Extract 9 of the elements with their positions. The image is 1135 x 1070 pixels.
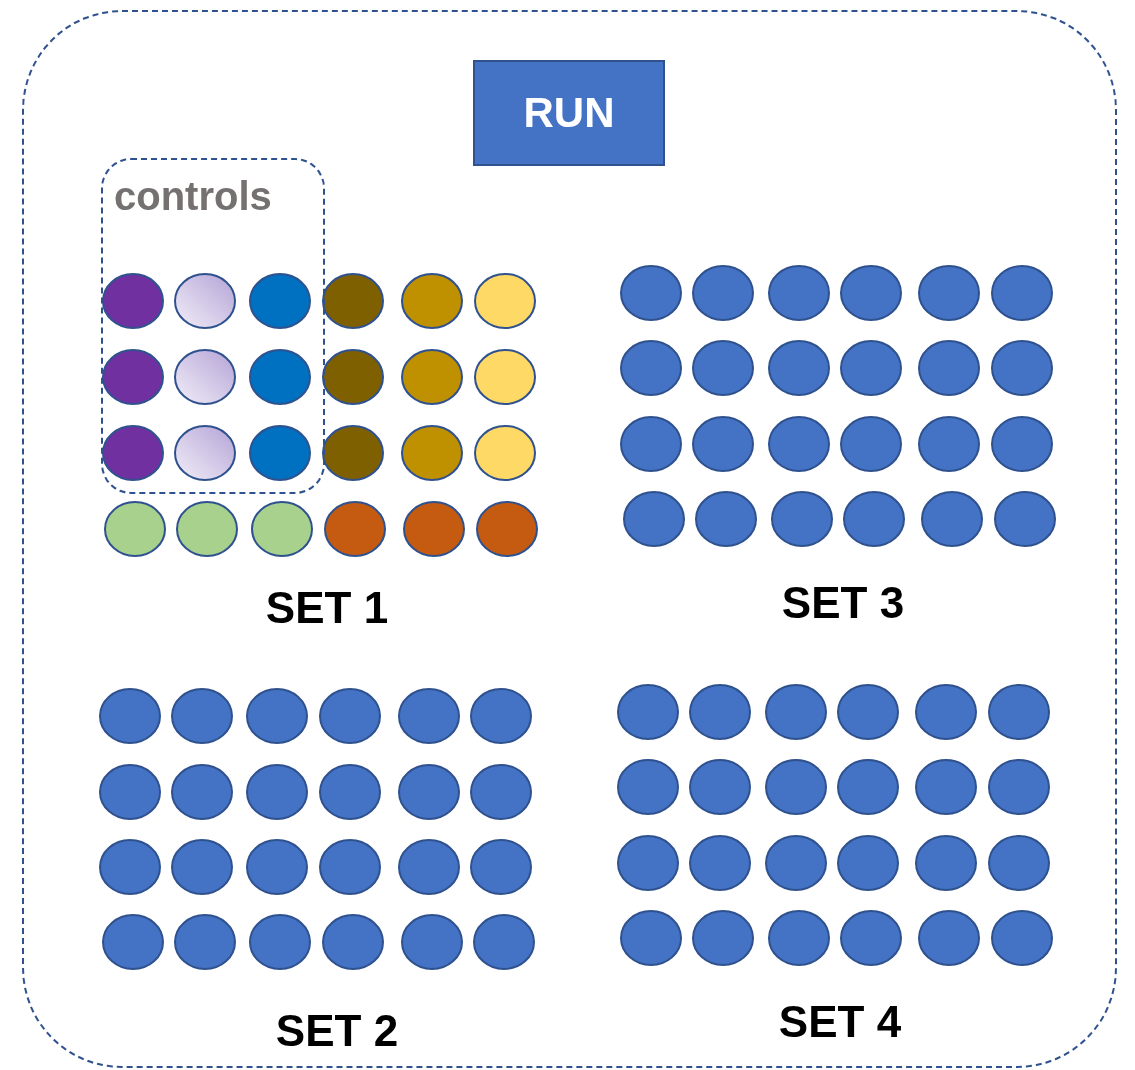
run-box [473,60,665,166]
dashed-container [22,10,1117,1068]
node-label: controls [114,174,272,219]
controls-group-outline [101,158,325,494]
set-label: SET 4 [778,997,902,1047]
set-label: SET 1 [265,583,389,633]
node-label: RUN [523,89,615,137]
set-label: SET 2 [275,1006,399,1056]
set-label: SET 3 [781,578,905,628]
